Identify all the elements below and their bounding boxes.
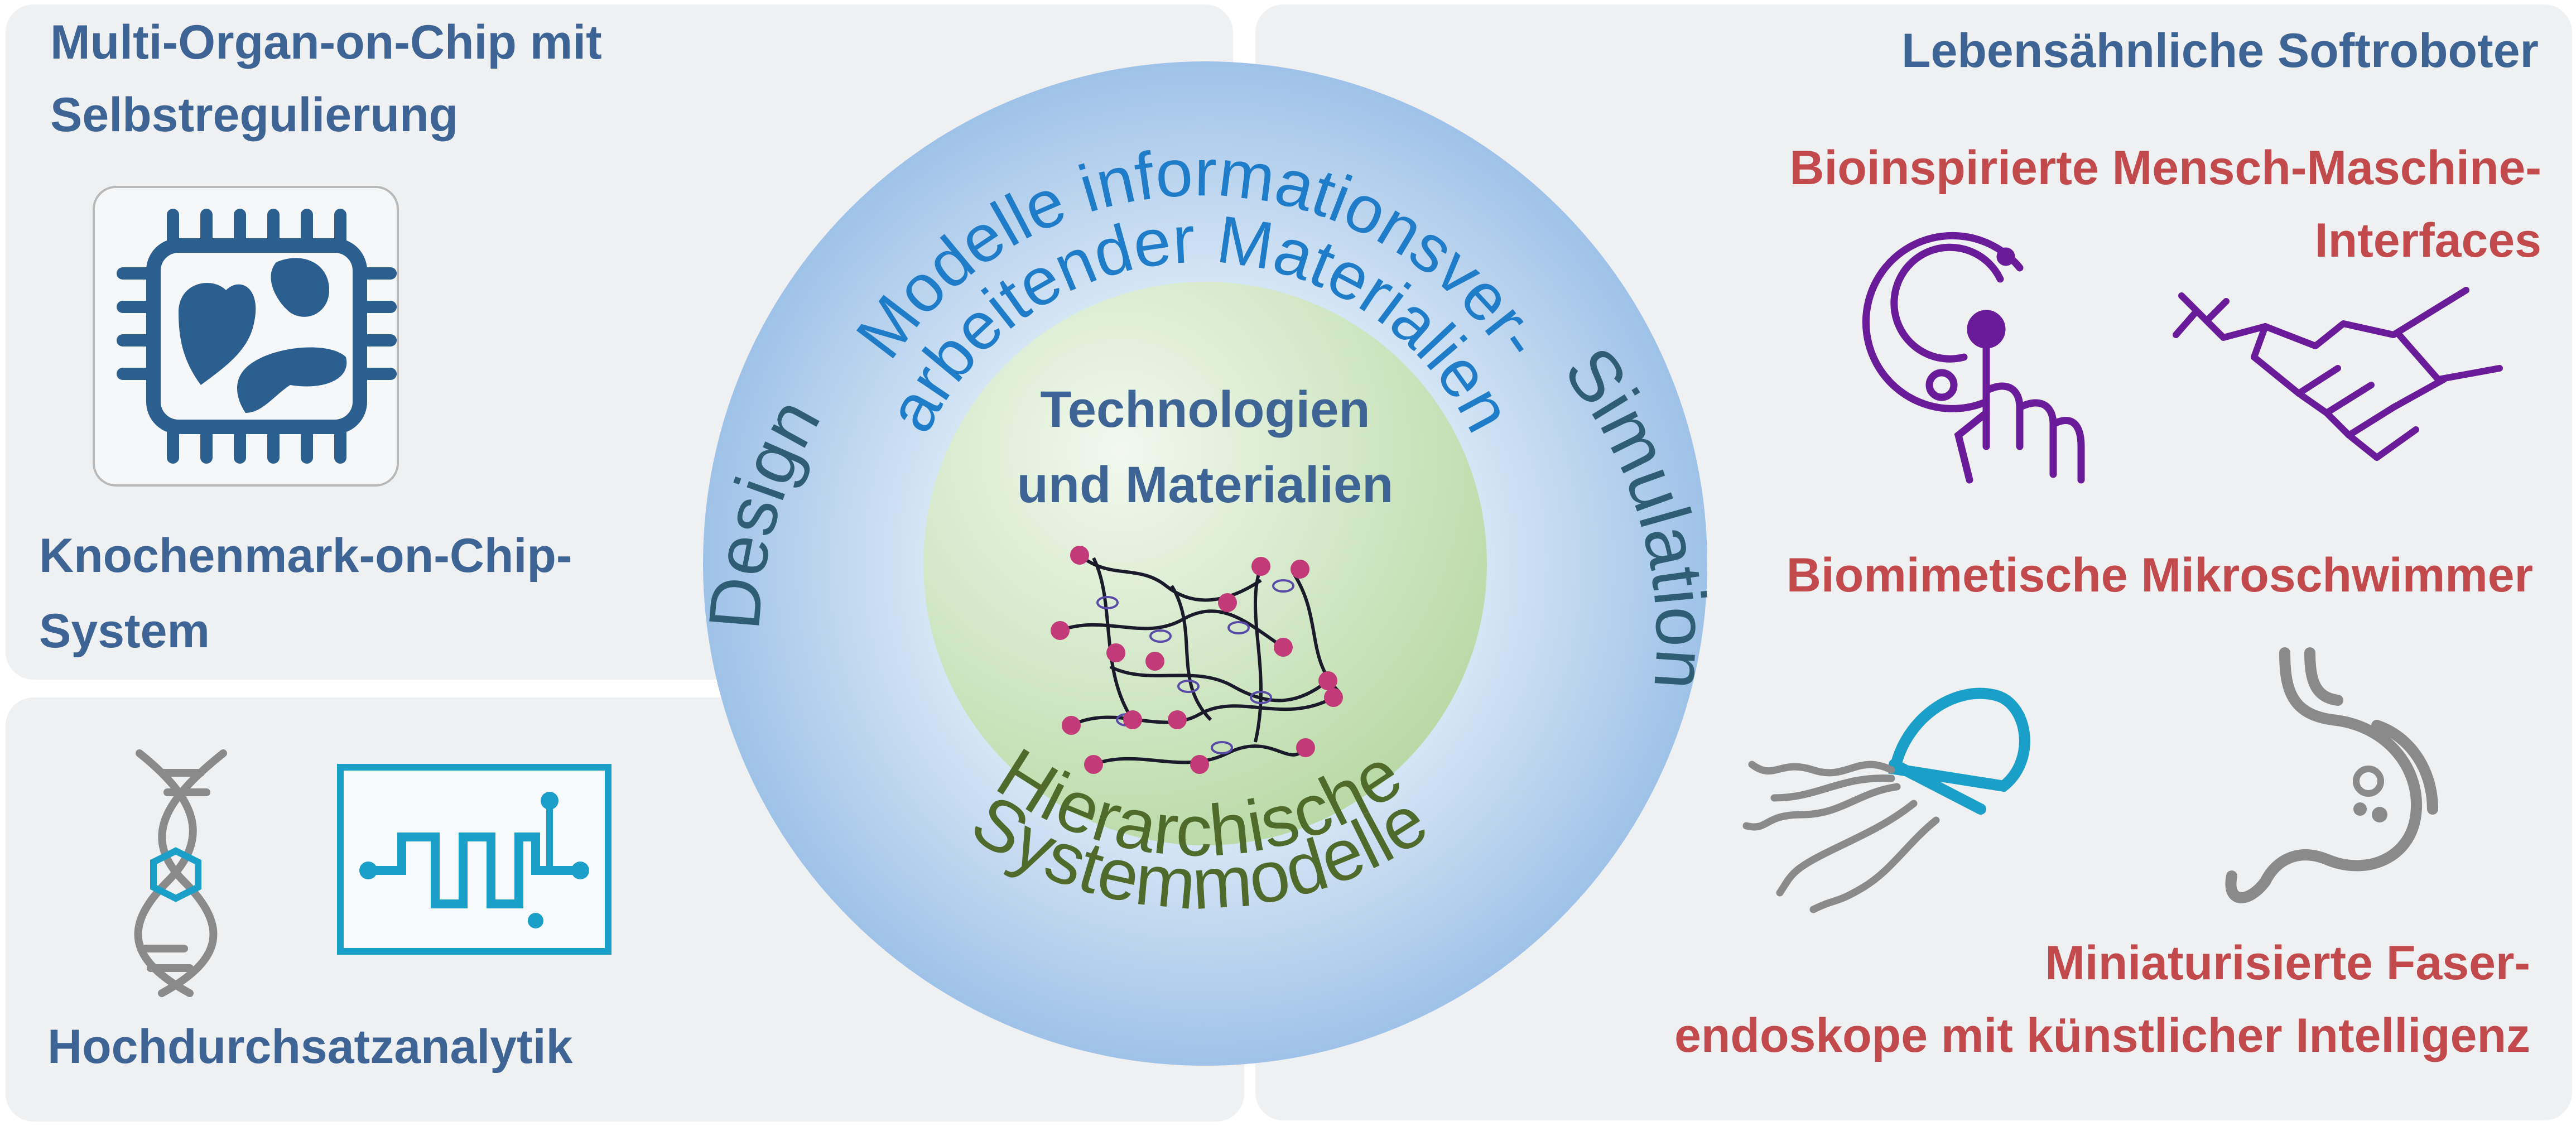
right-section3-line2: endoskope mit künstlicher Intelligenz — [1674, 1009, 2530, 1062]
center-label-line1: Technologien — [1040, 381, 1370, 438]
jellyfish-icon — [1742, 687, 2030, 913]
right-section1-line1: Bioinspirierte Mensch-Maschine- — [1789, 141, 2541, 195]
top-left-subtitle-line2: System — [39, 604, 210, 658]
top-left-title-line2: Selbstregulierung — [50, 88, 458, 142]
touch-interface-icon — [1862, 232, 2085, 484]
bottom-left-title: Hochdurchsatzanalytik — [47, 1020, 573, 1074]
center-label-line2: und Materialien — [1017, 456, 1394, 513]
top-left-subtitle-line1: Knochenmark-on-Chip- — [39, 529, 572, 583]
right-section3-line1: Miniaturisierte Faser- — [2045, 936, 2530, 990]
right-section2: Biomimetische Mikroschwimmer — [1787, 548, 2533, 602]
organ-chip-icon — [93, 186, 399, 487]
microfluidic-circuit-icon — [337, 764, 612, 955]
right-title: Lebensähnliche Softroboter — [1901, 24, 2539, 78]
robot-handshake-icon — [2173, 287, 2503, 461]
right-section1-line2: Interfaces — [2315, 214, 2541, 267]
polymer-network-icon — [1051, 546, 1343, 774]
stomach-icon — [2225, 647, 2438, 903]
central-circle — [703, 61, 1707, 1066]
dna-icon — [134, 749, 227, 997]
top-left-title-line1: Multi-Organ-on-Chip mit — [50, 16, 602, 69]
